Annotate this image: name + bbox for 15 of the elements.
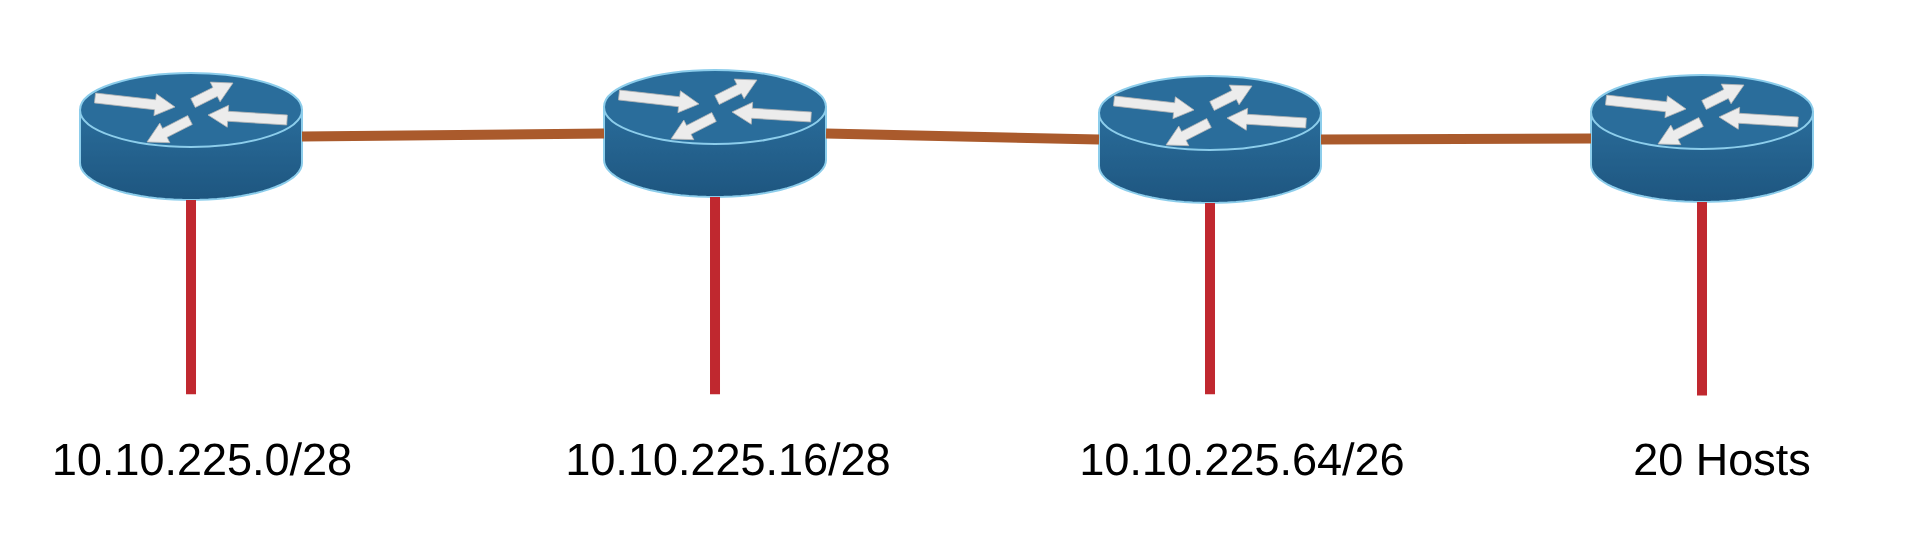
router-icon bbox=[603, 69, 827, 198]
network-line bbox=[1697, 202, 1707, 396]
network-label: 10.10.225.64/26 bbox=[1082, 442, 1403, 476]
router-icon bbox=[79, 72, 303, 201]
network-line bbox=[1205, 203, 1215, 395]
link-line bbox=[1321, 133, 1592, 145]
network-label: 20 Hosts bbox=[1635, 443, 1810, 476]
link-line bbox=[301, 128, 605, 142]
network-line bbox=[710, 197, 720, 395]
network-label: 10.10.225.16/28 bbox=[568, 442, 889, 476]
network-line bbox=[186, 200, 196, 395]
router-icon bbox=[1098, 75, 1322, 204]
router-icon bbox=[1590, 74, 1814, 203]
network-label: 10.10.225.0/28 bbox=[55, 442, 351, 476]
link-line bbox=[825, 128, 1100, 145]
